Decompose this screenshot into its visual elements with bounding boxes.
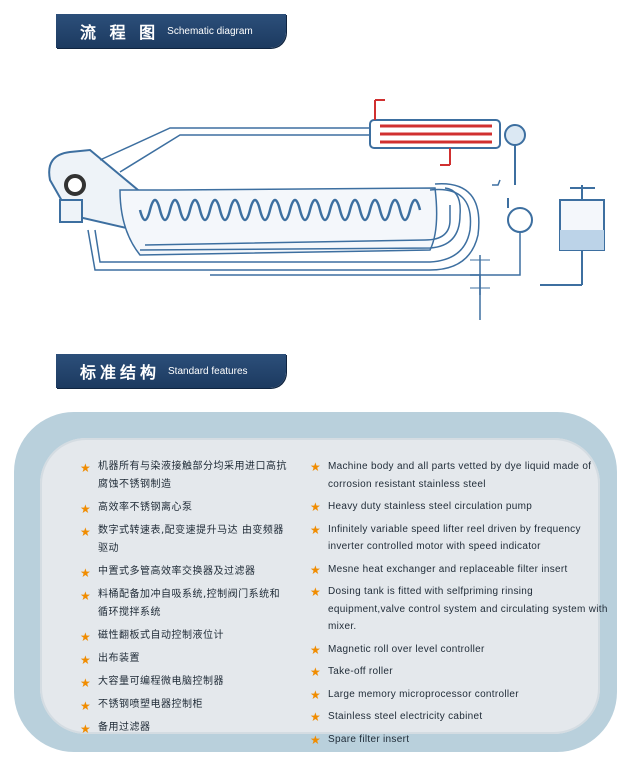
- star-icon: ★: [310, 460, 322, 474]
- feature-item: ★ 不锈钢喷塑电器控制柜: [80, 696, 290, 714]
- feature-item: ★ 机器所有与染液接触部分均采用进口高抗腐蚀不锈钢制造: [80, 458, 290, 494]
- star-icon: ★: [80, 653, 92, 667]
- feature-text: Heavy duty stainless steel circulation p…: [328, 501, 533, 512]
- drive-box: [59, 199, 83, 223]
- star-icon: ★: [80, 722, 92, 736]
- feature-item: ★ Large memory microprocessor controller: [310, 686, 610, 704]
- feature-text: 数字式转速表,配变速提升马达 由变频器驱动: [98, 525, 284, 554]
- features-list-cn: ★ 机器所有与染液接触部分均采用进口高抗腐蚀不锈钢制造 ★ 高效率不锈钢离心泵 ★ 数字式…: [80, 458, 290, 742]
- feature-text: Machine body and all parts vetted by dye…: [328, 461, 592, 490]
- star-icon: ★: [310, 585, 322, 599]
- feature-item: ★ Infinitely variable speed lifter reel d…: [310, 521, 610, 556]
- banner-title-en: Schematic diagram: [167, 25, 253, 37]
- features-panel-inner: ★ 机器所有与染液接触部分均采用进口高抗腐蚀不锈钢制造 ★ 高效率不锈钢离心泵 ★ 数字式…: [40, 438, 607, 747]
- feature-text: Magnetic roll over level controller: [328, 643, 485, 655]
- star-icon: ★: [80, 502, 92, 516]
- star-icon: ★: [80, 630, 92, 644]
- feature-text: Spare filter insert: [328, 733, 410, 745]
- circulation-pump: [507, 207, 533, 233]
- top-pipe: [99, 127, 370, 161]
- star-icon: ★: [310, 522, 322, 537]
- schematic-diagram: [48, 99, 605, 320]
- star-icon: ★: [310, 687, 322, 702]
- return-loop-2: [87, 183, 480, 271]
- star-icon: ★: [310, 710, 322, 724]
- star-icon: ★: [310, 642, 322, 657]
- feature-text: 不锈钢喷塑电器控制柜: [98, 699, 203, 710]
- lifter-reel: [64, 174, 86, 196]
- drain-line: [210, 274, 481, 295]
- feature-item: ★ 备用过滤器: [80, 719, 290, 737]
- feature-item: ★ 数字式转速表,配变速提升马达 由变频器驱动: [80, 522, 290, 558]
- star-icon: ★: [80, 566, 92, 580]
- star-icon: ★: [310, 732, 322, 747]
- feature-text: Dosing tank is fitted with selfpriming r…: [328, 586, 608, 632]
- star-icon: ★: [80, 461, 92, 475]
- feature-item: ★ 磁性翻板式自动控制液位计: [80, 627, 290, 645]
- feature-item: ★ Magnetic roll over level controller: [310, 641, 610, 659]
- feature-item: ★ Mesne heat exchanger and replaceable fi…: [310, 561, 610, 579]
- feature-text: Large memory microprocessor controller: [328, 688, 519, 700]
- feature-text: 高效率不锈钢离心泵: [98, 502, 193, 513]
- feature-item: ★ 高效率不锈钢离心泵: [80, 499, 290, 517]
- feature-text: Take-off roller: [328, 666, 393, 677]
- feature-text: 机器所有与染液接触部分均采用进口高抗腐蚀不锈钢制造: [98, 461, 287, 490]
- feature-text: 备用过滤器: [98, 722, 151, 733]
- banner-title-cn: 流 程 图: [80, 23, 160, 42]
- feature-text: 大容量可编程微电脑控制器: [98, 676, 224, 687]
- feature-item: ★ Take-off roller: [310, 663, 610, 681]
- feature-item: ★ 大容量可编程微电脑控制器: [80, 673, 290, 691]
- fabric-coil: [138, 198, 422, 222]
- feature-text: 中置式多管高效率交换器及过滤器: [98, 566, 256, 577]
- star-icon: ★: [310, 562, 322, 577]
- star-icon: ★: [80, 699, 92, 713]
- section-banner-schematic: 流 程 图 Schematic diagram: [56, 14, 286, 48]
- feature-text: Infinitely variable speed lifter reel dr…: [328, 523, 581, 553]
- feature-item: ★ Heavy duty stainless steel circulation …: [310, 498, 610, 516]
- banner-title-cn: 标准结构: [80, 363, 161, 382]
- feature-text: 磁性翻板式自动控制液位计: [98, 630, 224, 641]
- feature-item: ★ Machine body and all parts vetted by dy…: [310, 458, 610, 493]
- features-panel: ★ 机器所有与染液接触部分均采用进口高抗腐蚀不锈钢制造 ★ 高效率不锈钢离心泵 ★ 数字式…: [14, 412, 617, 752]
- top-pipe-2: [119, 134, 370, 173]
- feature-item: ★ 中置式多管高效率交换器及过滤器: [80, 563, 290, 581]
- section-banner-features: 标准结构 Standard features: [56, 354, 286, 388]
- features-list-en: ★ Machine body and all parts vetted by dy…: [310, 458, 610, 753]
- star-icon: ★: [310, 665, 322, 679]
- feature-text: 料桶配备加冲自吸系统,控制阀门系统和循环搅拌系统: [98, 589, 281, 618]
- feature-text: Stainless steel electricity cabinet: [328, 711, 483, 722]
- feature-item: ★ Dosing tank is fitted with selfpriming …: [310, 583, 610, 636]
- return-loop: [94, 188, 472, 263]
- star-icon: ★: [80, 589, 92, 603]
- star-icon: ★: [80, 525, 92, 539]
- bottom-pipe: [144, 205, 451, 246]
- feature-item: ★ Stainless steel electricity cabinet: [310, 708, 610, 726]
- feature-text: 出布装置: [98, 653, 140, 664]
- feature-item: ★ 出布装置: [80, 650, 290, 668]
- filter-housing: [504, 124, 526, 146]
- feature-item: ★ 料桶配备加冲自吸系统,控制阀门系统和循环搅拌系统: [80, 586, 290, 622]
- star-icon: ★: [310, 500, 322, 514]
- feature-text: Mesne heat exchanger and replaceable fil…: [328, 563, 568, 575]
- star-icon: ★: [80, 676, 92, 690]
- banner-title-en: Standard features: [168, 365, 248, 377]
- feature-item: ★ Spare filter insert: [310, 731, 610, 749]
